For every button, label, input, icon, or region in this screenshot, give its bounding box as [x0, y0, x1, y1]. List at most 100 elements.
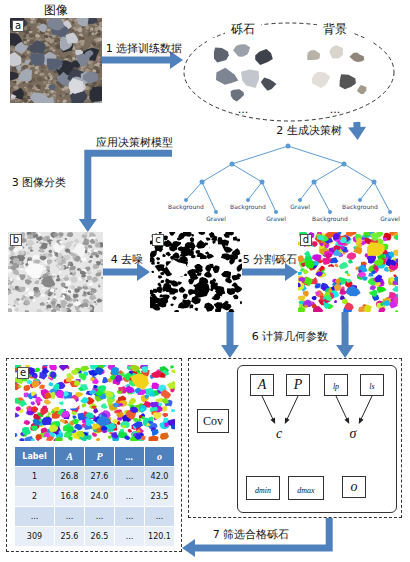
- rock: [47, 58, 63, 71]
- rock: [261, 78, 277, 91]
- rock: [89, 86, 102, 102]
- pebble: [60, 84, 64, 88]
- segmented-rock: [96, 438, 100, 441]
- pebble: [46, 304, 51, 309]
- segmented-rock: [18, 385, 22, 388]
- dashed-ellipse-outline: [184, 23, 394, 121]
- segmented-rock: [80, 397, 89, 404]
- pebble: [40, 255, 47, 260]
- arrow-shaft: [342, 312, 349, 347]
- pebble: [38, 233, 41, 236]
- table-cell: 26.5: [85, 527, 115, 547]
- pebble: [48, 298, 51, 300]
- segmented-rock: [15, 413, 20, 418]
- segmented-rock: [367, 242, 385, 256]
- segmented-rock: [152, 429, 159, 436]
- segmented-rock: [142, 366, 148, 372]
- pebble: [65, 248, 70, 252]
- parameter-box: ls: [360, 374, 384, 396]
- segmented-rock: [313, 306, 323, 312]
- pebble: [49, 39, 55, 44]
- pebble: [12, 279, 15, 281]
- pebble: [67, 304, 71, 307]
- pebble: [9, 286, 13, 290]
- pebble: [89, 295, 97, 301]
- segmented-rock: [312, 241, 318, 247]
- segmented-rock: [128, 429, 133, 433]
- pebble: [67, 308, 72, 312]
- pebble: [86, 280, 88, 282]
- segmented-rock: [44, 399, 52, 404]
- segmented-rock: [380, 302, 384, 306]
- pebble: [162, 295, 170, 300]
- arrow-shaft: [103, 269, 139, 276]
- table-cell: 24.0: [85, 487, 115, 507]
- segmented-rock: [59, 365, 69, 371]
- leaf-label: Gravel: [370, 215, 410, 222]
- process-arrow: [336, 312, 354, 358]
- segmented-rock: [345, 271, 349, 275]
- pebble: [91, 301, 93, 303]
- arrow-head: [79, 219, 97, 232]
- pebble: [26, 239, 35, 246]
- pebble: [97, 30, 101, 32]
- pebble: [14, 307, 19, 311]
- segmented-rock: [66, 378, 72, 383]
- pebble: [48, 242, 51, 245]
- pebble: [232, 275, 240, 281]
- ellipsis: ...: [295, 102, 375, 116]
- segmented-rock: [160, 433, 169, 440]
- pebble: [27, 235, 33, 239]
- pebble: [51, 301, 56, 306]
- pebble: [188, 273, 194, 277]
- pebble: [8, 266, 11, 269]
- segmented-rock: [312, 254, 322, 261]
- pebble: [190, 237, 194, 242]
- pebble: [150, 290, 154, 295]
- pebble: [8, 263, 12, 266]
- segmented-rock: [122, 425, 127, 429]
- pebble: [29, 257, 32, 259]
- segmented-rock: [333, 249, 341, 256]
- pebble: [77, 268, 80, 270]
- pebble: [75, 31, 78, 33]
- pebble: [65, 275, 69, 278]
- segmented-rock: [162, 398, 169, 404]
- pebble: [48, 292, 52, 296]
- segmented-rock: [370, 285, 376, 291]
- pebble: [166, 252, 172, 257]
- tree-branch: [232, 146, 288, 164]
- pebble: [58, 232, 63, 236]
- pebble: [25, 297, 29, 301]
- segmented-rock: [15, 433, 17, 437]
- segmented-rock: [31, 425, 38, 431]
- segmented-rock: [78, 387, 84, 391]
- tree-leaf-dot: [214, 210, 218, 214]
- tree-split-dot: [312, 180, 317, 185]
- segmented-rock: [56, 390, 64, 398]
- segmented-rock: [383, 300, 390, 306]
- pebble: [91, 288, 97, 293]
- pebble: [52, 243, 60, 250]
- pebble: [156, 286, 162, 293]
- rock: [10, 71, 19, 80]
- pebble: [90, 248, 95, 252]
- photo-background: [298, 232, 398, 312]
- segmented-rock: [303, 300, 312, 307]
- parameter-box: lp: [324, 374, 348, 396]
- pebble: [39, 242, 42, 245]
- segmented-rock: [53, 383, 60, 390]
- rock: [83, 72, 98, 84]
- tree-leaf-dot: [388, 210, 392, 214]
- pebble: [98, 284, 100, 285]
- segmented-rock: [39, 384, 45, 389]
- pebble: [15, 289, 17, 291]
- pebble: [73, 292, 75, 294]
- segmented-rock: [141, 395, 149, 403]
- photo-background: [150, 232, 242, 312]
- photo-background: [299, 38, 371, 102]
- pebble: [26, 295, 28, 297]
- pebble: [27, 252, 30, 255]
- pebble: [36, 241, 38, 243]
- leaf-label: Background: [166, 203, 206, 210]
